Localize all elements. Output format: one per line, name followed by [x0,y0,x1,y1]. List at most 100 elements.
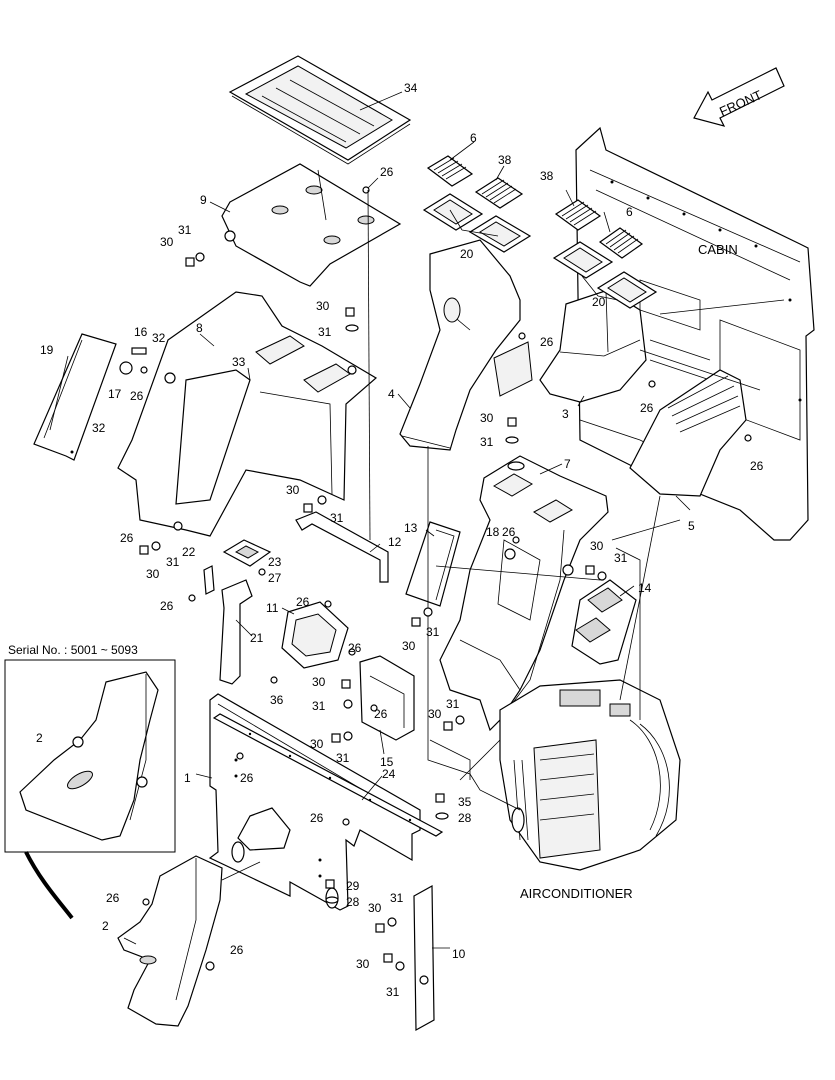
vent-38-right [554,199,602,231]
callout-24: 24 [382,767,396,781]
ring-20-left [422,193,532,253]
airconditioner-unit [499,679,681,871]
part-2-duct-main [117,855,223,1027]
reference-arc [24,851,74,920]
callout-31: 31 [318,325,332,339]
callout-34: 34 [404,81,418,95]
callout-26: 26 [160,599,174,613]
callout-7: 7 [564,457,571,471]
part-5-duct [629,369,747,497]
part-14-switch-panel [571,579,637,665]
callout-31: 31 [614,551,628,565]
serial-label: Serial No. : 5001 ~ 5093 [8,643,138,657]
callout-26: 26 [120,531,134,545]
callout-32: 32 [92,421,106,435]
fasteners [139,186,752,971]
callout-23: 23 [268,555,282,569]
callout-30: 30 [402,639,416,653]
callout-38: 38 [540,169,554,183]
part-19-panel [33,333,117,461]
callout-30: 30 [480,411,494,425]
part-12-bracket [295,511,389,583]
callout-32: 32 [152,331,166,345]
callout-26: 26 [106,891,120,905]
callout-36: 36 [270,693,284,707]
callout-26: 26 [240,771,254,785]
callout-31: 31 [386,985,400,999]
part-7-console [439,455,609,732]
front-arrow: FRONT [693,67,785,127]
part-11-frame [281,601,349,669]
callout-26: 26 [540,335,554,349]
part-2-duct-inset [19,671,159,841]
part-15-bracket [359,655,415,741]
callout-26: 26 [374,707,388,721]
callout-30: 30 [590,539,604,553]
callout-26: 26 [310,811,324,825]
callout-3: 3 [562,407,569,421]
callout-26: 26 [380,165,394,179]
callout-28: 28 [346,895,360,909]
callout-30: 30 [368,901,382,915]
callout-30: 30 [316,299,330,313]
callout-numbers: 34 6 38 26 9 31 30 38 6 20 20 30 31 8 16… [36,81,764,999]
callout-2: 2 [102,919,109,933]
callout-9: 9 [200,193,207,207]
callout-31: 31 [330,511,344,525]
callout-30: 30 [286,483,300,497]
callout-18: 18 [486,525,500,539]
callout-31: 31 [446,697,460,711]
callout-26: 26 [750,459,764,473]
leader-lines [427,446,681,811]
callout-2: 2 [36,731,43,745]
part-21-duct [219,579,253,685]
callout-30: 30 [310,737,324,751]
vent-38-left [474,177,524,209]
part-23-gasket [222,539,272,567]
callout-31: 31 [480,435,494,449]
callout-leaders [49,91,785,949]
callout-5: 5 [688,519,695,533]
callout-26: 26 [640,401,654,415]
callout-15: 15 [380,755,394,769]
callout-31: 31 [178,223,192,237]
part-16-17-pins [119,347,147,375]
callout-30: 30 [312,675,326,689]
callout-35: 35 [458,795,472,809]
callout-26: 26 [130,389,144,403]
part-10-strip [413,884,435,1032]
callout-26: 26 [502,525,516,539]
callout-30: 30 [160,235,174,249]
callout-19: 19 [40,343,54,357]
callout-20: 20 [592,295,606,309]
callout-31: 31 [166,555,180,569]
callout-14: 14 [638,581,652,595]
callout-31: 31 [312,699,326,713]
callout-30: 30 [146,567,160,581]
part-13-panel [405,521,461,607]
callout-8: 8 [196,321,203,335]
callout-30: 30 [428,707,442,721]
part-8-panel [117,291,378,537]
callout-6: 6 [626,205,633,219]
callout-13: 13 [404,521,418,535]
callout-11: 11 [266,601,279,615]
callout-33: 33 [232,355,246,369]
part-9-cover [221,163,402,287]
callout-22: 22 [182,545,196,559]
callout-31: 31 [336,751,350,765]
callout-31: 31 [426,625,440,639]
vent-6-left [426,155,474,187]
callout-20: 20 [460,247,474,261]
callout-26: 26 [296,595,310,609]
callout-16: 16 [134,325,148,339]
callout-26: 26 [348,641,362,655]
callout-29: 29 [346,879,360,893]
callout-21: 21 [250,631,264,645]
cabin-wall [575,126,815,541]
part-34-mat [228,55,412,165]
callout-1: 1 [184,771,191,785]
ring-20-right [552,241,658,309]
cabin-label: CABIN [698,242,738,257]
